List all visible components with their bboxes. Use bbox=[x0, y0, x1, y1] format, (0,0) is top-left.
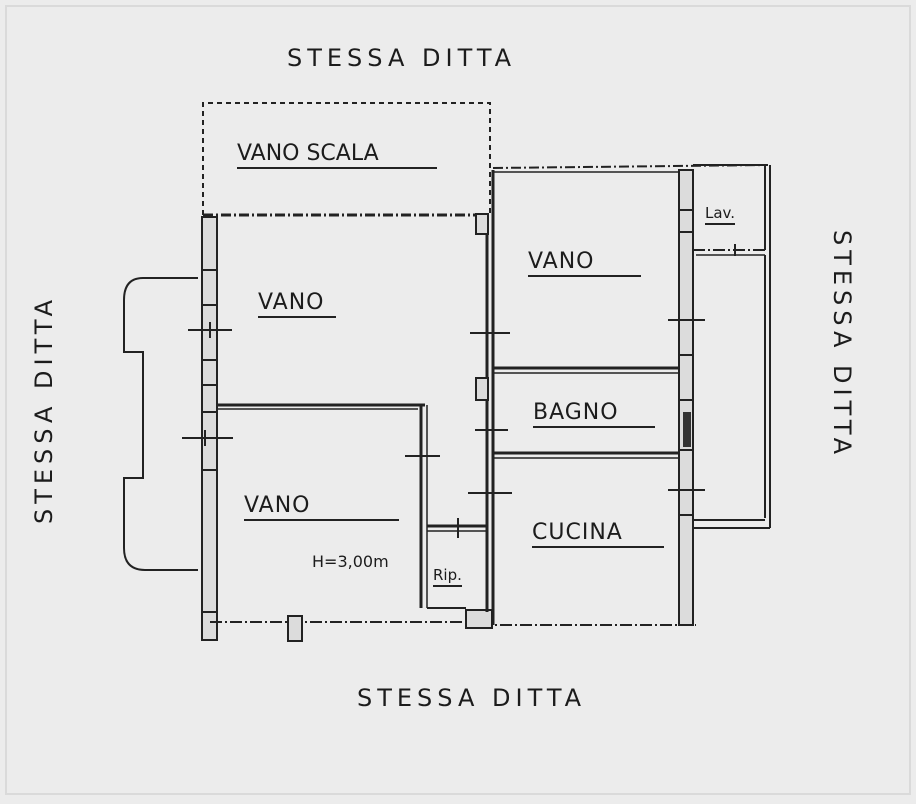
label-lav: Lav. bbox=[705, 204, 736, 225]
label-bottom-neighbor: STESSA DITTA bbox=[357, 684, 587, 712]
bottom-pillar-2 bbox=[465, 609, 493, 629]
bottom-pillar bbox=[287, 615, 303, 642]
page-frame bbox=[5, 5, 911, 795]
right-rooms-wall bbox=[678, 169, 694, 626]
label-top-neighbor: STESSA DITTA bbox=[287, 44, 517, 72]
label-rip: Rip. bbox=[433, 566, 462, 587]
label-right-neighbor: STESSA DITTA bbox=[828, 230, 856, 460]
stairwell-outline bbox=[202, 102, 491, 215]
label-vano-bottom-left: VANO bbox=[244, 493, 399, 521]
label-vano-top-left: VANO bbox=[258, 290, 336, 318]
label-ceiling-height: H=3,00m bbox=[312, 552, 389, 571]
label-left-neighbor: STESSA DITTA bbox=[30, 294, 58, 524]
label-cucina: CUCINA bbox=[532, 520, 664, 548]
label-vano-top-right: VANO bbox=[528, 249, 641, 277]
left-exterior-wall bbox=[201, 216, 218, 641]
left-balcony bbox=[123, 277, 198, 571]
label-bagno: BAGNO bbox=[533, 400, 655, 428]
label-vano-scala: VANO SCALA bbox=[237, 141, 437, 169]
